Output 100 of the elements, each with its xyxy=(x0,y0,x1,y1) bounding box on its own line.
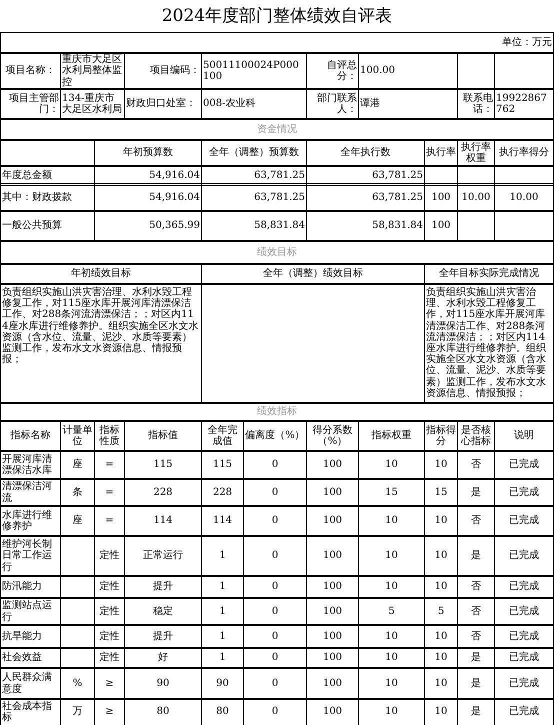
table-cell: 0 xyxy=(243,535,307,577)
table-title: 2024年度部门整体绩效自评表 xyxy=(160,5,394,27)
table-cell: 100 xyxy=(306,450,359,480)
table-cell: 50011100024P000100 xyxy=(201,52,307,90)
table-cell: = xyxy=(94,478,125,507)
table-cell: 好 xyxy=(124,647,202,669)
table-cell: 项目主管部门： xyxy=(0,88,61,120)
table-cell: 指标值 xyxy=(124,420,202,452)
table-cell: 5 xyxy=(358,597,425,626)
table-cell: 0 xyxy=(243,647,307,669)
table-cell: 部门联系人： xyxy=(306,88,359,120)
table-cell: 10 xyxy=(358,575,425,599)
table-cell: 开展河库清漂保洁水库 xyxy=(0,450,61,480)
table-cell: 偏离度（%） xyxy=(243,420,307,452)
table-cell: 100 xyxy=(306,575,359,599)
table-cell: 10.00 xyxy=(457,183,495,212)
table-cell: 说明 xyxy=(494,420,554,452)
table-cell: 90 xyxy=(124,667,202,700)
table-cell: 全年完成值 xyxy=(201,420,244,452)
table-cell: 定性 xyxy=(94,535,125,577)
table-cell: 63,781.25 xyxy=(201,183,307,212)
table-cell: = xyxy=(94,505,125,537)
table-cell: 已完成 xyxy=(494,597,554,626)
table-cell: 0 xyxy=(243,505,307,537)
table-cell: 已完成 xyxy=(494,698,554,725)
table-cell: 10 xyxy=(424,450,458,480)
table-cell: 10 xyxy=(358,450,425,480)
table-cell: 负责组织实施山洪灾害治理、水利水毁工程修复工作，对115座水库开展河库清漂保洁工作、对288条河流清漂保洁；；对区内114座水库进行维修养护。组织实施全区水文水资源（含水位、流量、泥沙、水质等要素）监测工作，发布水文水资源信息、情报预报； xyxy=(0,283,202,404)
table-cell: 58,831.84 xyxy=(306,210,425,242)
table-cell: 100 xyxy=(306,624,359,649)
table-cell: 100 xyxy=(306,505,359,537)
table-cell: 否 xyxy=(457,597,495,626)
table-cell: 63,781.25 xyxy=(201,165,307,186)
table-cell: 1 xyxy=(201,575,244,599)
table-cell: 执行率权重 xyxy=(457,139,495,167)
table-cell: 指标权重 xyxy=(358,420,425,452)
table-cell: 自评总分： xyxy=(306,52,359,90)
table-cell: 134-重庆市大足区水利局 xyxy=(60,88,125,120)
table-cell: 年度总金额 xyxy=(0,165,95,186)
table-cell: 指标得分 xyxy=(424,420,458,452)
table-cell: 联系电话： xyxy=(457,88,495,120)
table-cell: % xyxy=(60,667,95,700)
table-cell: 已完成 xyxy=(494,647,554,669)
table-cell: 执行率得分 xyxy=(494,139,554,167)
table-cell: 负责组织实施山洪灾害治理、水利水毁工程修复工作，对115座水库开展河库清漂保洁工作、对288条河流清漂保洁；；对区内114座水库进行维修养护。组织实施全区水文水资源（含水位、流量、泥沙、水质等要素）监测工作，发布水文水资源信息、情报预报； xyxy=(424,283,554,404)
table-cell: 5 xyxy=(424,597,458,626)
table-cell: 1 xyxy=(201,597,244,626)
table-cell: 100 xyxy=(306,647,359,669)
table-cell: 全年（调整）预算数 xyxy=(201,139,307,167)
table-cell: 是 xyxy=(457,535,495,577)
table-cell: 63,781.25 xyxy=(306,183,425,212)
table-cell: 单位：万元 xyxy=(0,32,554,54)
section-heading: 绩效指标 xyxy=(0,402,554,422)
table-cell: 100 xyxy=(306,667,359,700)
table-cell: 0 xyxy=(243,450,307,480)
table-cell: 是 xyxy=(457,667,495,700)
table-cell: 228 xyxy=(201,478,244,507)
table-cell: 定性 xyxy=(94,575,125,599)
table-cell: 提升 xyxy=(124,624,202,649)
table-cell: 指标名称 xyxy=(0,420,61,452)
table-cell: 10 xyxy=(358,624,425,649)
table-cell: 定性 xyxy=(94,597,125,626)
table-cell: 114 xyxy=(201,505,244,537)
table-cell: 已完成 xyxy=(494,667,554,700)
table-cell: 114 xyxy=(124,505,202,537)
table-cell: 10 xyxy=(358,505,425,537)
table-cell: 座 xyxy=(60,450,95,480)
table-cell: 稳定 xyxy=(124,597,202,626)
table-cell: 清漂保洁河流 xyxy=(0,478,61,507)
table-cell: 社会效益 xyxy=(0,647,61,669)
table-cell: 已完成 xyxy=(494,535,554,577)
table-cell: 已完成 xyxy=(494,478,554,507)
table-cell: 50,365.99 xyxy=(94,210,202,242)
table-cell: 是 xyxy=(457,478,495,507)
section-heading: 资金情况 xyxy=(0,118,554,141)
table-cell: 1 xyxy=(201,624,244,649)
table-cell: 19922867762 xyxy=(494,88,554,120)
table-cell: 115 xyxy=(124,450,202,480)
table-cell: 否 xyxy=(457,624,495,649)
table-cell: 是否核心指标 xyxy=(457,420,495,452)
table-cell: 一般公共预算 xyxy=(0,210,95,242)
table-cell: 10 xyxy=(358,647,425,669)
table-cell: 63,781.25 xyxy=(306,165,425,186)
table-cell: 0 xyxy=(243,597,307,626)
table-cell: 100 xyxy=(306,535,359,577)
table-cell: 228 xyxy=(124,478,202,507)
table-cell: 100 xyxy=(306,597,359,626)
table-cell: 其中：财政拨款 xyxy=(0,183,95,212)
table-cell: 正常运行 xyxy=(124,535,202,577)
table-cell: 已完成 xyxy=(494,575,554,599)
section-heading: 绩效目标 xyxy=(0,240,554,265)
table-cell: 10 xyxy=(424,667,458,700)
table-cell: 已完成 xyxy=(494,505,554,537)
table-cell: 008-农业科 xyxy=(201,88,307,120)
table-cell: 10 xyxy=(424,535,458,577)
table-cell: 54,916.04 xyxy=(94,183,202,212)
table-cell: 10.00 xyxy=(494,183,554,212)
table-cell: 否 xyxy=(457,505,495,537)
table-cell: 社会成本指标 xyxy=(0,698,61,725)
table-cell: 已完成 xyxy=(494,624,554,649)
